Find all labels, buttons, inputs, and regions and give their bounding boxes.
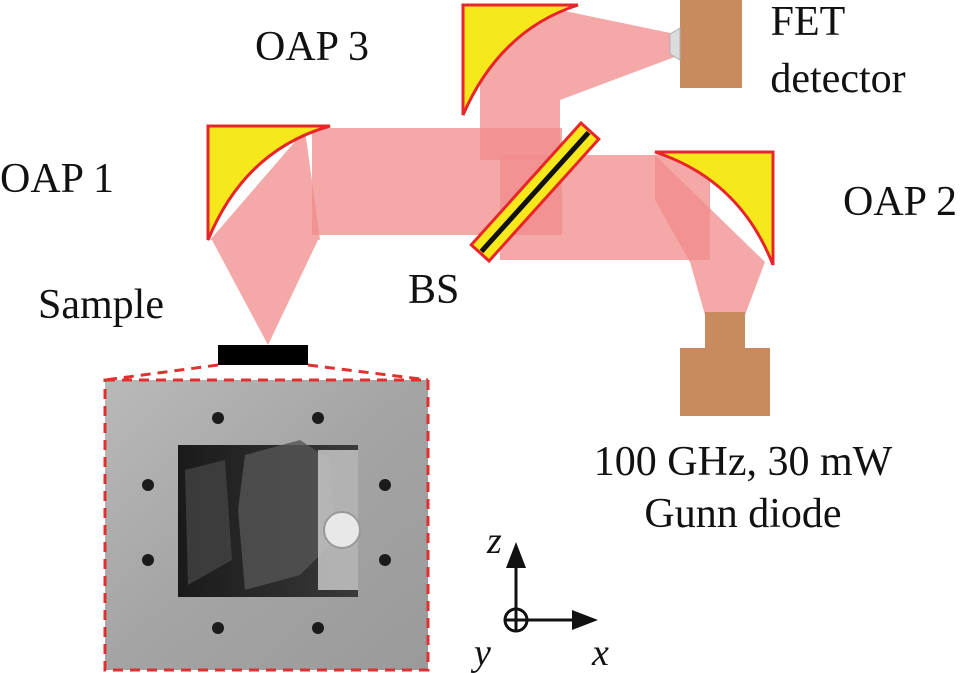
beam-splitter [469, 120, 601, 264]
label-oap1: OAP 1 [0, 156, 114, 202]
label-fet-line2: detector [770, 56, 905, 102]
mirrors [206, 3, 775, 266]
label-fet-line1: FET [771, 0, 846, 45]
label-source-line1: 100 GHz, 30 mW [594, 439, 893, 485]
axis-label-z: z [486, 520, 502, 562]
axis-label-y: y [470, 632, 491, 673]
x-arrowhead [572, 610, 598, 630]
beam-oap1-fan [210, 130, 320, 240]
sample-holder-inset [103, 363, 430, 672]
coordinate-axes [503, 560, 580, 633]
label-bs: BS [408, 267, 459, 313]
axis-label-x: x [591, 632, 609, 673]
fet-detector [669, 0, 742, 88]
beam-oap3-to-fet [560, 10, 680, 100]
beam-oap2-fan [655, 155, 765, 262]
sample-block [218, 345, 308, 365]
beam-oap1-to-sample [212, 240, 318, 345]
oap2-mirror [654, 150, 775, 266]
gunn-diode [680, 312, 770, 416]
z-arrowhead [506, 542, 526, 568]
label-sample: Sample [38, 282, 164, 328]
oap3-mirror [461, 3, 579, 116]
label-oap2: OAP 2 [843, 179, 957, 225]
label-source-line2: Gunn diode [644, 491, 841, 537]
oap1-mirror [206, 124, 331, 241]
label-oap3: OAP 3 [255, 24, 369, 70]
beam-source-to-oap2 [690, 262, 765, 315]
